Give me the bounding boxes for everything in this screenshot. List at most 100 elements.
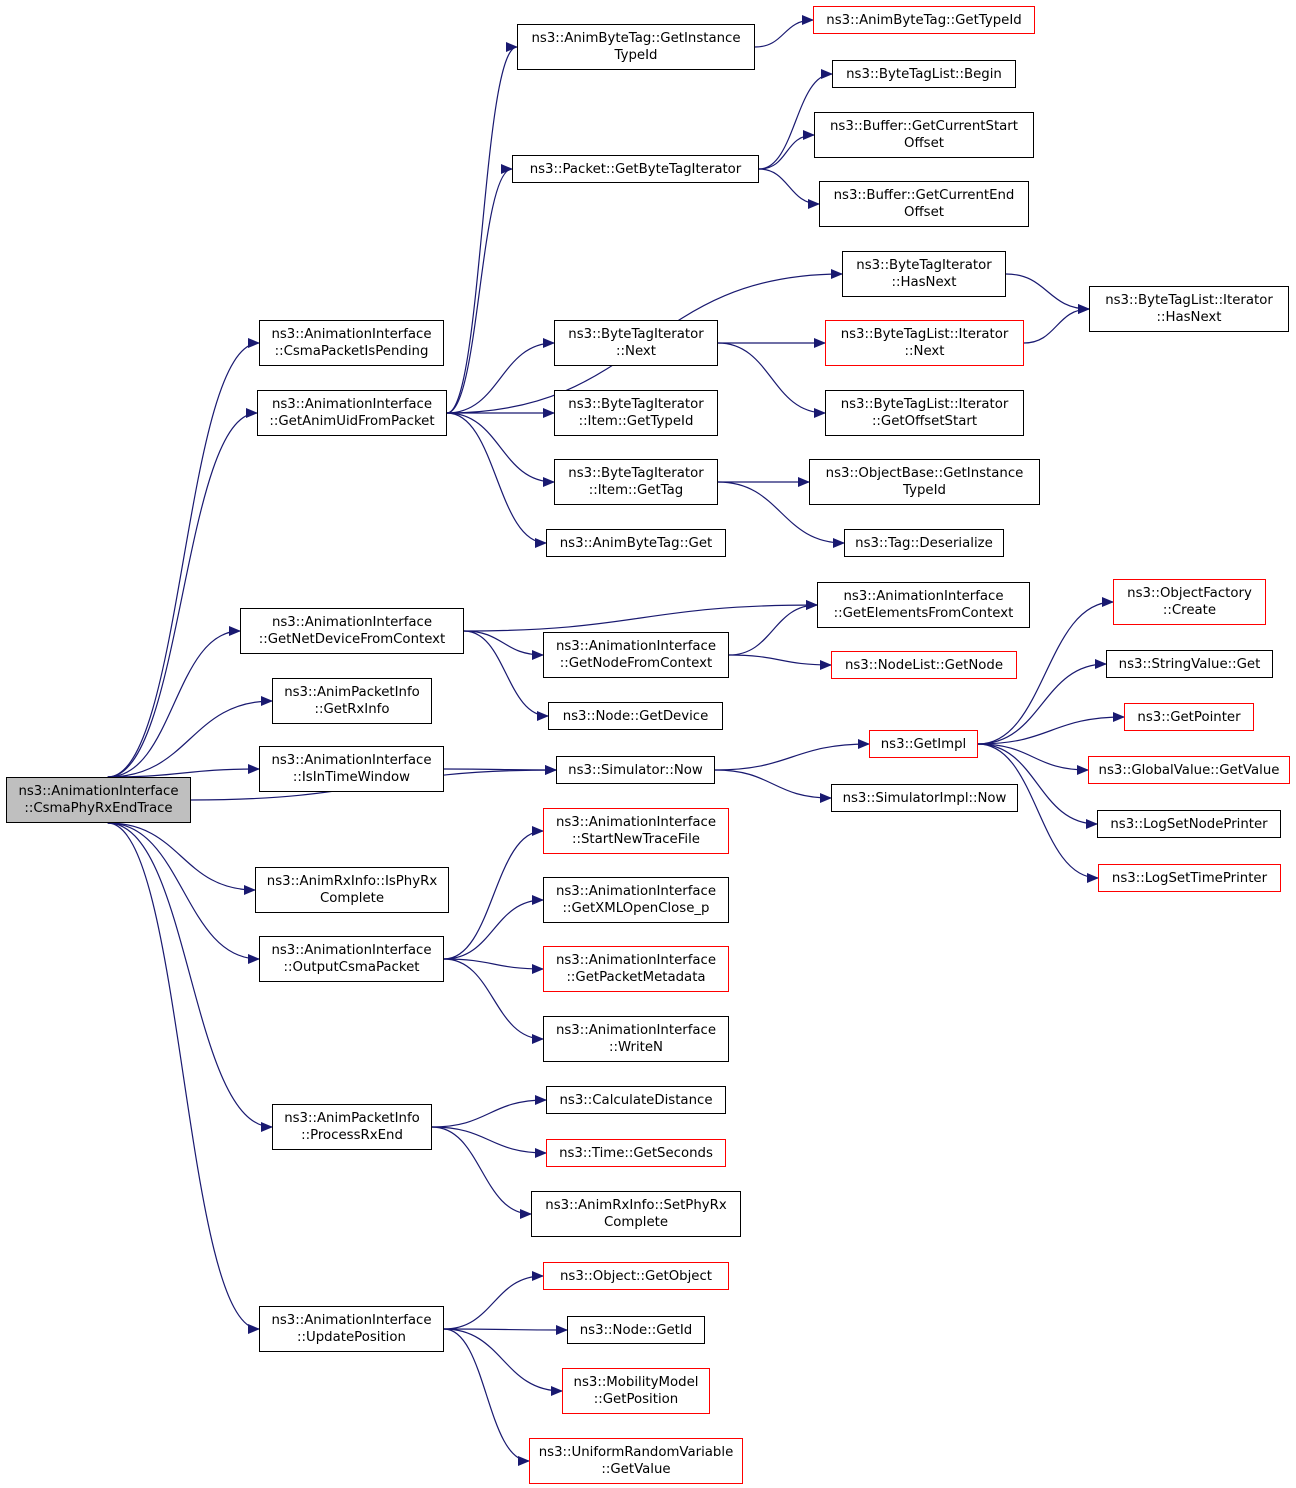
node-label-line: ns3::GlobalValue::GetValue <box>1098 762 1280 778</box>
edge-root-to-update-pos <box>107 822 260 1334</box>
node-label-line: ::GetValue <box>601 1462 671 1477</box>
node-label-line: ns3::ObjectFactory <box>1127 586 1252 601</box>
node-get-impl[interactable]: ns3::GetImpl <box>869 730 978 758</box>
node-btli-next[interactable]: ns3::ByteTagList::Iterator::Next <box>825 320 1024 366</box>
node-root[interactable]: ns3::AnimationInterface::CsmaPhyRxEndTra… <box>6 777 191 823</box>
node-sim-now[interactable]: ns3::Simulator::Now <box>556 756 715 784</box>
node-get-object[interactable]: ns3::Object::GetObject <box>543 1262 729 1290</box>
node-abt-typeid[interactable]: ns3::AnimByteTag::GetTypeId <box>813 6 1035 34</box>
node-label-line: ns3::NodeList::GetNode <box>844 657 1004 673</box>
edge-get-impl-to-gv-getvalue <box>977 743 1089 775</box>
node-btli-offset[interactable]: ns3::ByteTagList::Iterator::GetOffsetSta… <box>825 390 1024 436</box>
node-node-getdev[interactable]: ns3::Node::GetDevice <box>548 702 723 730</box>
node-label-line: ::GetXMLOpenClose_p <box>562 901 710 916</box>
node-sv-get[interactable]: ns3::StringValue::Get <box>1106 650 1273 678</box>
node-label-line: ns3::AnimationInterface <box>555 815 717 830</box>
node-label-line: ns3::AnimRxInfo::IsPhyRx <box>266 874 438 889</box>
edge-get-impl-to-sv-get <box>977 659 1107 745</box>
node-label-line: ::Item::GetTag <box>588 483 684 498</box>
node-process-rx[interactable]: ns3::AnimPacketInfo::ProcessRxEnd <box>272 1104 432 1150</box>
node-log-time[interactable]: ns3::LogSetTimePrinter <box>1098 864 1281 892</box>
node-get-elements[interactable]: ns3::AnimationInterface::GetElementsFrom… <box>817 582 1030 628</box>
node-label-line: ns3::Buffer::GetCurrentStart <box>830 119 1018 134</box>
node-output-csma[interactable]: ns3::AnimationInterface::OutputCsmaPacke… <box>259 936 444 982</box>
edge-root-to-get-anim-uid <box>107 408 258 778</box>
node-log-node[interactable]: ns3::LogSetNodePrinter <box>1097 810 1281 838</box>
edge-root-to-is-phy-rx <box>107 822 256 895</box>
edge-root-to-is-in-time <box>107 764 260 778</box>
node-label-line: ns3::AnimationInterface <box>271 753 432 768</box>
node-label-line: ns3::StringValue::Get <box>1118 656 1261 672</box>
node-label-line: Offset <box>904 205 944 220</box>
edge-output-csma-to-start-trace <box>443 826 544 960</box>
node-label-line: ns3::MobilityModel <box>573 1375 699 1390</box>
node-get-netdevice[interactable]: ns3::AnimationInterface::GetNetDeviceFro… <box>240 608 464 654</box>
node-label-line: ns3::AnimPacketInfo <box>284 1111 420 1126</box>
node-bti-item-type[interactable]: ns3::ByteTagIterator::Item::GetTypeId <box>554 390 718 436</box>
node-label-line: ::ProcessRxEnd <box>301 1128 403 1143</box>
edge-root-to-process-rx <box>107 822 273 1132</box>
node-label-line: ns3::AnimationInterface <box>271 397 433 412</box>
node-calc-dist[interactable]: ns3::CalculateDistance <box>546 1086 726 1114</box>
node-get-rxinfo[interactable]: ns3::AnimPacketInfo::GetRxInfo <box>272 678 432 724</box>
edge-get-impl-to-get-pointer <box>977 712 1125 745</box>
edge-sim-now-to-get-impl <box>714 739 870 771</box>
node-label-line: ns3::LogSetTimePrinter <box>1111 870 1268 886</box>
node-gv-getvalue[interactable]: ns3::GlobalValue::GetValue <box>1088 756 1290 784</box>
node-bti-next[interactable]: ns3::ByteTagIterator::Next <box>554 320 718 366</box>
node-label-line: ns3::AnimRxInfo::SetPhyRx <box>545 1198 727 1213</box>
node-btli-hasnext[interactable]: ns3::ByteTagList::Iterator::HasNext <box>1089 286 1289 332</box>
node-label-line: ::CsmaPhyRxEndTrace <box>24 801 173 816</box>
node-urv-getvalue[interactable]: ns3::UniformRandomVariable::GetValue <box>529 1438 743 1484</box>
node-label-line: ns3::CalculateDistance <box>559 1092 713 1108</box>
node-label-line: TypeId <box>614 48 658 63</box>
node-get-xml[interactable]: ns3::AnimationInterface::GetXMLOpenClose… <box>543 877 729 923</box>
node-label-line: ns3::Node::GetId <box>579 1322 693 1338</box>
edge-pkt-bti-to-btl-begin <box>758 69 833 170</box>
edge-get-anim-uid-to-abt-get <box>446 412 547 548</box>
node-update-pos[interactable]: ns3::AnimationInterface::UpdatePosition <box>259 1306 444 1352</box>
node-tag-deser[interactable]: ns3::Tag::Deserialize <box>844 529 1004 557</box>
node-csma-pending[interactable]: ns3::AnimationInterface::CsmaPacketIsPen… <box>259 320 444 366</box>
edge-get-netdevice-to-node-getdev <box>463 630 549 721</box>
edge-root-to-get-rxinfo <box>107 696 273 778</box>
node-label-line: ns3::AnimationInterface <box>271 943 432 958</box>
edge-root-to-csma-pending <box>107 338 260 778</box>
node-btl-begin[interactable]: ns3::ByteTagList::Begin <box>832 60 1016 88</box>
node-get-anim-uid[interactable]: ns3::AnimationInterface::GetAnimUidFromP… <box>257 390 447 436</box>
node-time-sec[interactable]: ns3::Time::GetSeconds <box>546 1139 726 1167</box>
node-node-getid[interactable]: ns3::Node::GetId <box>567 1316 705 1344</box>
node-label-line: ::Next <box>904 344 945 359</box>
node-label-line: ns3::GetImpl <box>880 736 967 752</box>
node-bti-hasnext[interactable]: ns3::ByteTagIterator::HasNext <box>842 251 1006 297</box>
node-pkt-bti[interactable]: ns3::Packet::GetByteTagIterator <box>512 155 759 183</box>
node-simimpl-now[interactable]: ns3::SimulatorImpl::Now <box>831 784 1018 812</box>
node-label-line: ::WriteN <box>608 1040 663 1055</box>
node-is-in-time[interactable]: ns3::AnimationInterface::IsInTimeWindow <box>259 746 444 792</box>
edge-process-rx-to-time-sec <box>431 1126 547 1158</box>
node-mm-getpos[interactable]: ns3::MobilityModel::GetPosition <box>562 1368 710 1414</box>
node-get-pkt-meta[interactable]: ns3::AnimationInterface::GetPacketMetada… <box>543 946 729 992</box>
node-label-line: ::HasNext <box>891 275 957 290</box>
node-abt-get[interactable]: ns3::AnimByteTag::Get <box>546 529 726 557</box>
node-label-line: ns3::GetPointer <box>1137 709 1241 725</box>
node-nodelist-get[interactable]: ns3::NodeList::GetNode <box>831 651 1017 679</box>
node-start-trace[interactable]: ns3::AnimationInterface::StartNewTraceFi… <box>543 808 729 854</box>
node-get-pointer[interactable]: ns3::GetPointer <box>1124 703 1254 731</box>
node-label-line: ::CsmaPacketIsPending <box>274 344 429 359</box>
node-write-n[interactable]: ns3::AnimationInterface::WriteN <box>543 1016 729 1062</box>
node-bti-item-tag[interactable]: ns3::ByteTagIterator::Item::GetTag <box>554 459 718 505</box>
node-get-node-ctx[interactable]: ns3::AnimationInterface::GetNodeFromCont… <box>543 632 729 678</box>
node-label-line: ::GetPosition <box>593 1392 679 1407</box>
node-label-line: ns3::Object::GetObject <box>559 1268 713 1284</box>
node-label-line: ns3::SimulatorImpl::Now <box>842 790 1007 806</box>
edge-output-csma-to-get-xml <box>443 895 544 960</box>
node-label-line: ::IsInTimeWindow <box>292 770 411 785</box>
node-of-create[interactable]: ns3::ObjectFactory::Create <box>1113 579 1266 625</box>
